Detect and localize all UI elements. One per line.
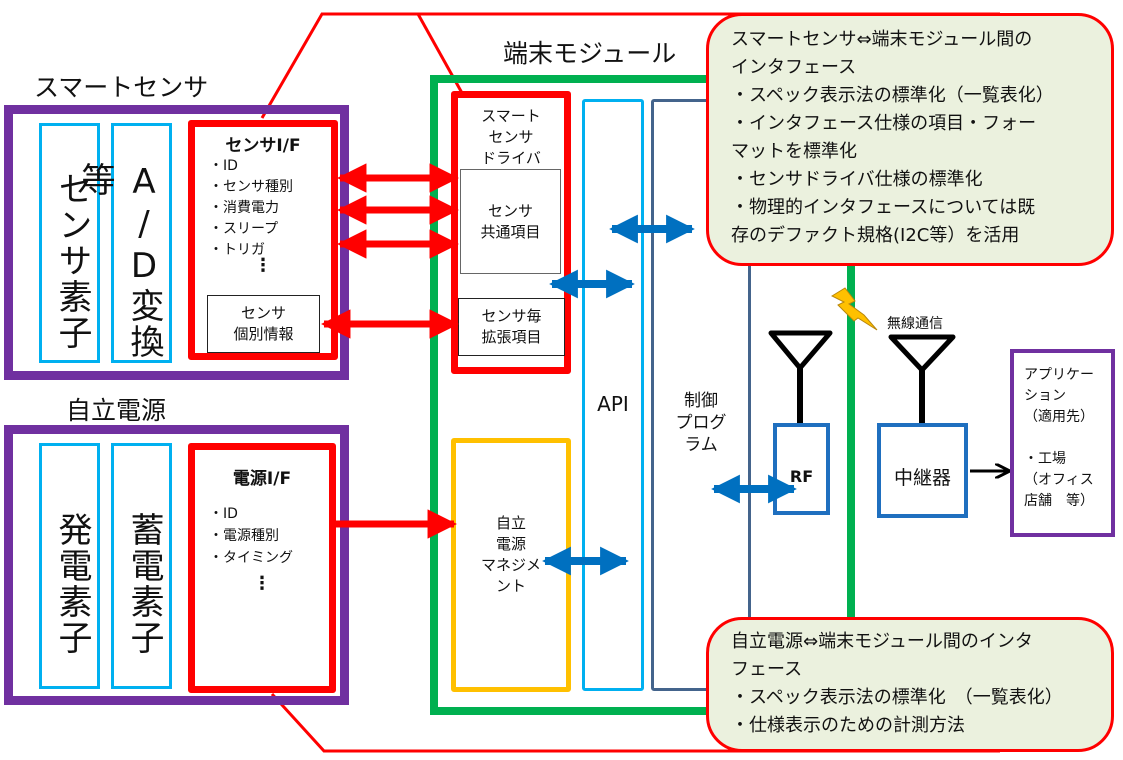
- callout-line: ・インタフェース仕様の項目・フォー: [731, 113, 1037, 134]
- driver-title-line: ドライバ: [481, 149, 541, 167]
- sensor-interface-callout: スマートセンサ⇔端末モジュール間の インタフェース ・スペック表示法の標準化（一…: [706, 13, 1114, 266]
- terminal-module-frame: [430, 75, 855, 715]
- callout-line: ・センサドライバ仕様の標準化: [731, 169, 983, 190]
- individual-info-line: 個別情報: [233, 325, 294, 343]
- power-if-item: ・タイミング: [209, 550, 293, 566]
- adc-label: A/D変換等: [75, 162, 164, 360]
- application-line: 店舗 等）: [1024, 493, 1094, 509]
- callout-line: インタフェース: [731, 57, 857, 78]
- lightning-icon: [830, 287, 878, 331]
- application-line: アプリケー: [1024, 367, 1094, 383]
- sensor-element-label: センサ素子: [52, 171, 92, 351]
- callout-line: ・スペック表示法の標準化 （一覧表化）: [731, 687, 1063, 708]
- control-program-box: 制御 プログ ラム: [651, 99, 751, 691]
- generator-label: 発電素子: [52, 512, 92, 656]
- sensor-if-title: センサI/F: [225, 136, 301, 156]
- power-if-item: ・電源種別: [209, 528, 279, 544]
- power-interface-box: 電源I/F ・ID ・電源種別 ・タイミング ⋮: [188, 443, 336, 693]
- callout-line: マットを標準化: [731, 141, 857, 162]
- power-source-frame: [4, 425, 349, 705]
- power-management-line: 電源: [495, 535, 526, 553]
- common-items-line: 共通項目: [480, 222, 541, 241]
- sensor-individual-info-box: センサ 個別情報: [207, 295, 320, 353]
- sensor-element-box: センサ素子: [39, 123, 100, 363]
- wireless-label: 無線通信: [887, 316, 943, 332]
- power-management-line: マネジメ: [480, 556, 541, 574]
- terminal-module-title: 端末モジュール: [503, 39, 677, 68]
- extension-items-line: センサ毎: [481, 307, 542, 325]
- generator-element-box: 発電素子: [39, 443, 100, 689]
- adc-box: A/D変換等: [75, 123, 172, 363]
- control-program-line: プログ: [675, 413, 727, 433]
- callout-line: ・仕様表示のための計測方法: [731, 715, 965, 736]
- callout-line: 存のデファクト規格(I2C等）を活用: [731, 225, 1020, 246]
- application-line: ・工場: [1024, 451, 1066, 467]
- sensor-if-item: ・トリガ: [209, 242, 265, 258]
- power-management-line: ント: [495, 577, 526, 595]
- control-program-line: 制御: [684, 391, 718, 411]
- application-line: （適用先）: [1024, 409, 1094, 425]
- api-box: API: [582, 99, 644, 691]
- sensor-if-item: ・ID: [209, 158, 238, 174]
- relay-box: 中継器: [877, 423, 968, 518]
- power-source-title: 自立電源: [66, 396, 167, 425]
- callout-line: 自立電源⇔端末モジュール間のインタ: [731, 631, 1033, 652]
- callout-line: ・物理的インタフェースについては既: [731, 197, 1036, 218]
- storage-element-box: 蓄電素子: [111, 443, 172, 689]
- control-program-line: ラム: [684, 435, 718, 455]
- rf-box: RF: [773, 423, 830, 515]
- sensor-extension-items-box: センサ毎 拡張項目: [458, 298, 565, 356]
- sensor-if-item: ・消費電力: [209, 200, 279, 216]
- application-box: アプリケー ション （適用先） ・工場 （オフィス 店舗 等）: [1010, 349, 1115, 537]
- sensor-if-item: ・センサ種別: [209, 179, 293, 195]
- callout-line: スマートセンサ⇔端末モジュール間の: [731, 29, 1033, 50]
- application-line: ション: [1024, 388, 1066, 404]
- rf-antenna-icon: [768, 330, 833, 423]
- sensor-if-ellipsis: ⋮: [254, 255, 272, 276]
- storage-label: 蓄電素子: [124, 512, 164, 656]
- sensor-common-items-box: センサ 共通項目: [460, 169, 561, 274]
- power-management-line: 自立: [495, 514, 526, 532]
- application-line: （オフィス: [1024, 472, 1094, 488]
- power-interface-callout: 自立電源⇔端末モジュール間のインタ フェース ・スペック表示法の標準化 （一覧表…: [706, 617, 1114, 752]
- individual-info-line: センサ: [240, 304, 286, 322]
- sensor-if-item: ・スリープ: [209, 221, 279, 237]
- relay-label: 中継器: [893, 467, 951, 489]
- driver-title-line: センサ: [488, 128, 534, 146]
- power-if-title: 電源I/F: [232, 469, 292, 489]
- extension-items-line: 拡張項目: [481, 328, 542, 346]
- driver-title-line: スマート: [481, 107, 541, 125]
- callout-line: ・スペック表示法の標準化（一覧表化）: [731, 85, 1054, 106]
- power-if-item: ・ID: [209, 506, 238, 522]
- smart-sensor-title: スマートセンサ: [34, 73, 209, 102]
- api-label: API: [597, 392, 629, 416]
- power-if-ellipsis: ⋮: [253, 573, 271, 594]
- callout-line: フェース: [731, 659, 803, 680]
- relay-antenna-icon: [888, 334, 956, 423]
- common-items-line: センサ: [487, 201, 533, 220]
